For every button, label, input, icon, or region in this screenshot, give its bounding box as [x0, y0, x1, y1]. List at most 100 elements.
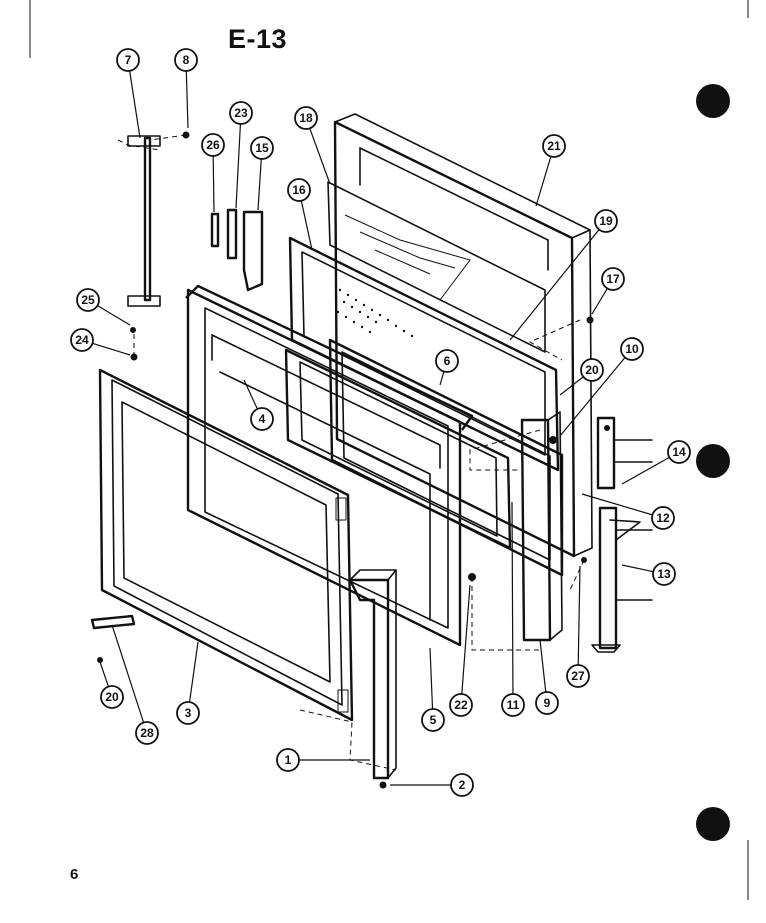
callout-label: 17 — [606, 272, 620, 286]
callout-circle — [542, 134, 566, 158]
callout-leader-line — [129, 70, 141, 139]
part-15-side-trim — [242, 210, 264, 292]
callout-label: 2 — [459, 778, 466, 792]
callout-p3: 3 — [176, 641, 200, 725]
callout-leader-line — [559, 376, 584, 396]
callout-p23: 23 — [229, 101, 253, 209]
screw-2 — [379, 781, 387, 789]
callout-circle — [652, 562, 676, 586]
page-number: 6 — [70, 866, 79, 883]
callout-label: 25 — [81, 293, 95, 307]
callout-leader-line — [99, 661, 110, 687]
callout-circle — [535, 691, 559, 715]
callout-circle — [450, 773, 474, 797]
callout-leader-line — [188, 641, 199, 703]
callout-label: 8 — [183, 53, 190, 67]
callout-label: 10 — [625, 342, 639, 356]
scan-edge-marks — [29, 0, 749, 900]
callout-p27: 27 — [566, 565, 590, 688]
callout-leader-line — [581, 493, 653, 516]
callout-label: 20 — [105, 690, 119, 704]
part-14-switch-bracket — [596, 416, 653, 490]
callout-circle — [566, 664, 590, 688]
part-1-handle — [348, 569, 397, 780]
callout-circle — [580, 358, 604, 382]
callout-label: 20 — [585, 363, 599, 377]
callout-leader-line — [429, 647, 434, 710]
callout-label: 22 — [454, 698, 468, 712]
diagram-title: E-13 — [228, 24, 288, 54]
part-18-glass-panel — [327, 181, 546, 353]
callout-label: 26 — [206, 138, 220, 152]
binder-holes — [696, 84, 730, 841]
part-6-inner-panel — [284, 348, 512, 550]
callout-p4: 4 — [243, 379, 274, 431]
callout-p11: 11 — [501, 501, 525, 717]
part-13-switch-bracket — [591, 506, 653, 653]
callout-label: 15 — [255, 141, 269, 155]
callout-leader-line — [111, 624, 145, 723]
part-9-latch-bracket — [520, 411, 563, 642]
callout-p20a: 20 — [559, 358, 604, 396]
callout-p2: 2 — [390, 773, 474, 797]
callout-circle — [651, 506, 675, 530]
screw-20b — [97, 657, 103, 663]
callout-circle — [176, 701, 200, 725]
callout-circle — [100, 685, 124, 709]
callout-p15: 15 — [250, 136, 274, 211]
callout-leader-line — [309, 128, 331, 185]
callout-p1: 1 — [276, 748, 370, 772]
part-3-outer-door — [98, 368, 354, 722]
callout-circle — [250, 407, 274, 431]
callout-leader-line — [511, 501, 514, 695]
callout-label: 16 — [292, 183, 306, 197]
callout-p9: 9 — [535, 639, 559, 715]
callout-p24: 24 — [70, 328, 131, 356]
callout-leader-line — [97, 305, 131, 326]
callout-label: 28 — [140, 726, 154, 740]
callout-circle — [135, 721, 159, 745]
callout-circle — [601, 267, 625, 291]
callout-circle — [201, 133, 225, 157]
callout-p14: 14 — [621, 440, 691, 485]
alignment-lines — [117, 134, 585, 771]
callout-p21: 21 — [535, 134, 566, 207]
callout-leader-line — [185, 70, 189, 129]
binder-hole-top — [696, 84, 730, 118]
callout-label: 7 — [125, 53, 132, 67]
callout-circle — [250, 136, 274, 160]
callout-circle — [449, 693, 473, 717]
screw-17 — [586, 316, 594, 324]
callout-label: 19 — [599, 214, 613, 228]
callout-label: 11 — [507, 698, 520, 712]
callout-leader-line — [257, 158, 262, 211]
callout-circle — [76, 288, 100, 312]
callout-p12: 12 — [581, 493, 675, 530]
callout-label: 27 — [571, 669, 585, 683]
callout-p10: 10 — [559, 337, 644, 437]
callout-p25: 25 — [76, 288, 131, 326]
callout-leader-line — [621, 564, 654, 573]
callout-circle — [620, 337, 644, 361]
callout-p8: 8 — [174, 48, 198, 129]
callout-leader-line — [439, 371, 445, 386]
binder-hole-middle — [696, 444, 730, 478]
callout-leader-line — [509, 229, 600, 341]
callout-label: 14 — [672, 445, 686, 459]
part-16-screen-panel — [288, 236, 560, 472]
callout-leader-line — [577, 565, 581, 666]
callout-leader-line — [621, 456, 670, 485]
callout-label: 21 — [547, 139, 561, 153]
callout-label: 23 — [234, 106, 248, 120]
callout-leader-line — [559, 357, 626, 437]
callout-leader-line — [235, 123, 242, 209]
callout-label: 6 — [444, 354, 451, 368]
part-23-trim-strip — [226, 208, 238, 260]
callout-p13: 13 — [621, 562, 676, 586]
callout-circle — [174, 48, 198, 72]
callout-circle — [501, 693, 525, 717]
callout-circle — [594, 209, 618, 233]
callout-label: 1 — [285, 753, 292, 767]
callout-p19: 19 — [509, 209, 618, 341]
